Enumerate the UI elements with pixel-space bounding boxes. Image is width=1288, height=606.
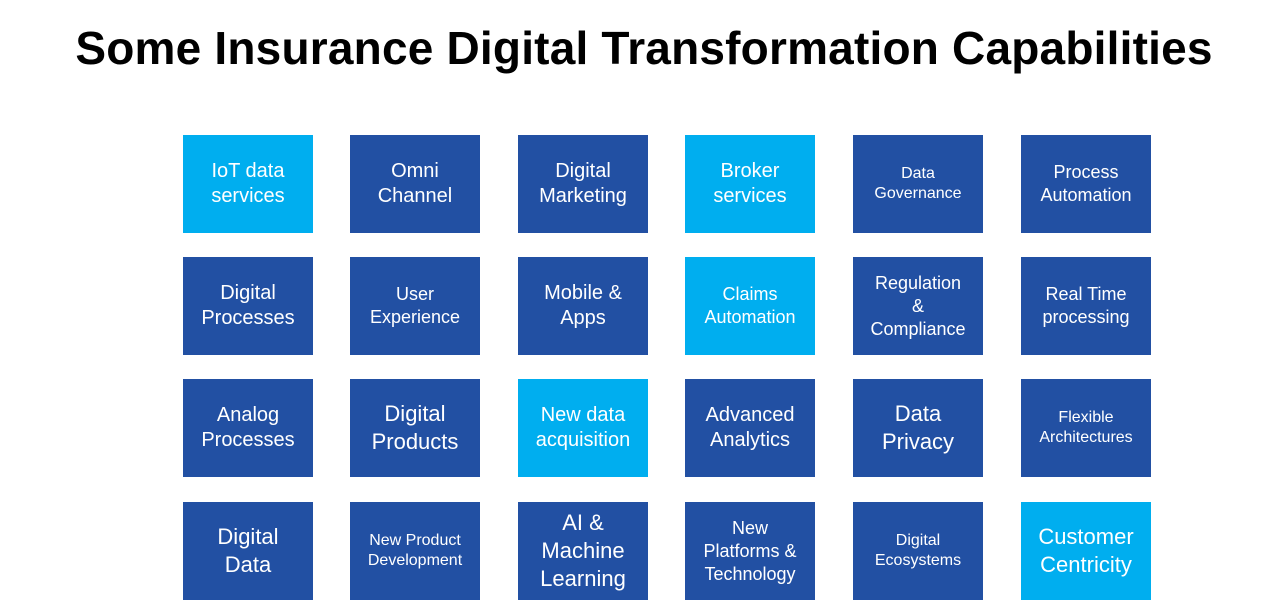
tile-regulation-compliance: Regulation & Compliance (853, 257, 983, 355)
tile-iot-data-services: IoT data services (183, 135, 313, 233)
tile-new-data-acquisition: New data acquisition (518, 379, 648, 477)
tile-omni-channel: Omni Channel (350, 135, 480, 233)
tile-mobile-apps: Mobile & Apps (518, 257, 648, 355)
tile-digital-marketing: Digital Marketing (518, 135, 648, 233)
tile-broker-services: Broker services (685, 135, 815, 233)
tile-analog-processes: Analog Processes (183, 379, 313, 477)
tile-data-privacy: Data Privacy (853, 379, 983, 477)
tile-data-governance: Data Governance (853, 135, 983, 233)
tile-user-experience: User Experience (350, 257, 480, 355)
tile-new-product-development: New Product Development (350, 502, 480, 600)
tile-digital-processes: Digital Processes (183, 257, 313, 355)
tile-digital-products: Digital Products (350, 379, 480, 477)
slide-title: Some Insurance Digital Transformation Ca… (75, 22, 1213, 74)
tile-claims-automation: Claims Automation (685, 257, 815, 355)
tile-ai-machine-learning: AI & Machine Learning (518, 502, 648, 600)
tile-customer-centricity: Customer Centricity (1021, 502, 1151, 600)
tile-digital-data: Digital Data (183, 502, 313, 600)
tile-digital-ecosystems: Digital Ecosystems (853, 502, 983, 600)
tile-real-time-processing: Real Time processing (1021, 257, 1151, 355)
tile-process-automation: Process Automation (1021, 135, 1151, 233)
tile-flexible-architectures: Flexible Architectures (1021, 379, 1151, 477)
tile-advanced-analytics: Advanced Analytics (685, 379, 815, 477)
tile-new-platforms-technology: New Platforms & Technology (685, 502, 815, 600)
